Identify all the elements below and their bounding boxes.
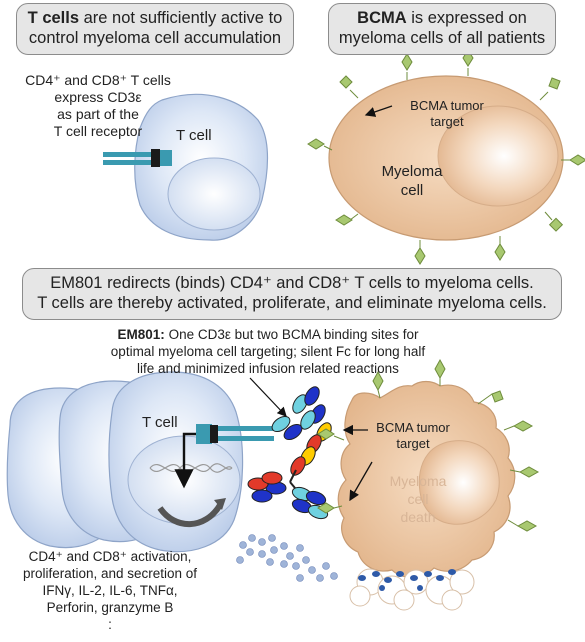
activation-note: CD4⁺ and CD8⁺ activation, proliferation,…	[8, 548, 212, 633]
callout-tcells-line2: control myeloma cell accumulation	[28, 29, 282, 47]
activation-line-2: proliferation, and secretion of	[22, 566, 198, 581]
callout-tcells-rest: are not sufficiently active to	[79, 9, 283, 27]
curved-arrow	[157, 503, 223, 528]
activation-arrow-down	[174, 432, 198, 489]
curved-arrow-head	[214, 498, 226, 510]
callout-em801-redirects: EM801 redirects (binds) CD4⁺ and CD8⁺ T …	[22, 268, 562, 320]
em801-line-3: life and minimized infusion related reac…	[137, 361, 399, 376]
t-cell-top	[134, 93, 269, 241]
bcma-label-top: BCMA tumor target	[392, 98, 502, 130]
myeloma-death-line-3: death	[400, 509, 436, 525]
bcma-pointer-bottom-2	[349, 461, 373, 502]
t-cell-bottom	[108, 371, 244, 553]
cd3-receptor-top	[103, 149, 172, 167]
bcma-receptors-bottom	[317, 358, 540, 532]
activation-line-3: IFNγ, IL-2, IL-6, TNFα,	[42, 583, 178, 598]
callout-tcells-inactive: T cells are not sufficiently active to c…	[16, 3, 294, 55]
bcma-bottom-line-2: target	[396, 436, 430, 451]
bcma-bottom-line-1: BCMA tumor	[376, 420, 450, 435]
myeloma-top-line-1: Myeloma	[381, 163, 443, 180]
note-line-2: express CD3ε	[54, 89, 142, 105]
note-line-1: CD4⁺ and CD8⁺ T cells	[25, 72, 171, 88]
apoptotic-dots	[358, 569, 456, 591]
note-line-4: T cell receptor	[53, 123, 143, 139]
bcma-pointer-top	[364, 105, 393, 117]
myeloma-cell-bottom	[337, 380, 516, 578]
callout-bcma-expressed: BCMA is expressed on myeloma cells of al…	[328, 3, 556, 55]
myeloma-top-line-2: cell	[400, 182, 424, 199]
myeloma-death-line-2: cell	[407, 491, 429, 507]
tcell-label-bottom: T cell	[142, 414, 178, 431]
apoptotic-blebs	[349, 568, 475, 611]
note-line-3: as part of the	[57, 106, 139, 122]
em801-line-1: One CD3ε but two BCMA binding sites for	[164, 327, 419, 342]
tcell-receptor-note: CD4⁺ and CD8⁺ T cells express CD3ε as pa…	[18, 72, 178, 140]
activation-line-1: CD4⁺ and CD8⁺ activation,	[28, 549, 192, 564]
em801-description: EM801: One CD3ε but two BCMA binding sit…	[74, 326, 462, 377]
em801-label: EM801:	[117, 327, 165, 342]
callout-bcma-bold: BCMA	[357, 9, 407, 27]
tcell-label-top: T cell	[176, 127, 212, 144]
callout-bcma-rest: is expressed on	[406, 9, 527, 27]
activation-line-5: :	[108, 617, 112, 632]
callout-tcells-bold: T cells	[27, 9, 80, 27]
em801-line-2: optimal myeloma cell targeting; silent F…	[110, 344, 426, 359]
bcma-receptors-top	[307, 49, 585, 265]
cd3-receptor-bottom	[196, 424, 274, 444]
myeloma-label-top: Myeloma cell	[372, 162, 452, 200]
myeloma-death-label: Myeloma cell death	[376, 472, 460, 526]
myeloma-death-line-1: Myeloma	[389, 473, 447, 489]
callout-bcma-line2: myeloma cells of all patients	[338, 29, 546, 47]
em801-pointer	[249, 377, 287, 417]
dna-helix	[149, 463, 233, 473]
myeloma-cell-top	[328, 75, 564, 241]
em801-antibody	[247, 386, 332, 520]
callout-em801-line1: EM801 redirects (binds) CD4⁺ and CD8⁺ T …	[50, 274, 534, 292]
bcma-top-line-1: BCMA tumor	[410, 98, 484, 113]
bcma-label-bottom: BCMA tumor target	[368, 420, 458, 452]
bcma-top-line-2: target	[430, 114, 464, 129]
activation-line-4: Perforin, granzyme B	[46, 600, 174, 615]
callout-em801-line2: T cells are thereby activated, prolifera…	[37, 294, 547, 312]
cytokine-dots	[236, 534, 338, 582]
